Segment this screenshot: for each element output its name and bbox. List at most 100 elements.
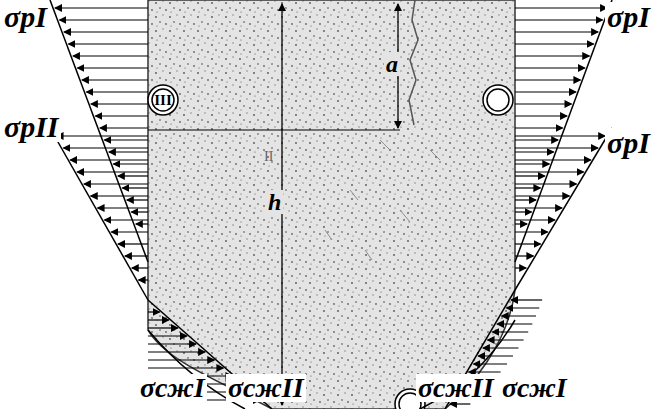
stress-arrow bbox=[515, 199, 536, 200]
stress-arrow bbox=[515, 7, 607, 8]
stress-arrow bbox=[515, 139, 558, 140]
stress-arrow bbox=[515, 187, 540, 188]
stress-label: σсжII bbox=[226, 374, 306, 402]
stress-arrow bbox=[91, 195, 148, 196]
stress-label: σрI bbox=[605, 2, 652, 32]
stress-arrow bbox=[63, 147, 148, 148]
stress-arrow bbox=[515, 267, 526, 268]
stress-arrow bbox=[122, 187, 148, 188]
stress-arrow bbox=[95, 115, 148, 116]
stress-arrow bbox=[139, 279, 148, 280]
stress-arrow bbox=[148, 311, 160, 312]
stress-arrow bbox=[111, 231, 148, 232]
stress-arrow bbox=[104, 219, 148, 220]
stress-arrow bbox=[86, 91, 148, 92]
stress-arrow bbox=[64, 31, 148, 32]
stress-arrow bbox=[98, 207, 148, 208]
stress-arrow bbox=[148, 343, 196, 344]
stress-arrow bbox=[497, 323, 532, 324]
stress-arrow bbox=[469, 371, 501, 372]
stress-arrow bbox=[148, 335, 187, 336]
stress-arrow bbox=[148, 367, 223, 368]
stress-arrow bbox=[515, 255, 533, 256]
stress-arrow bbox=[515, 127, 563, 128]
stress-arrow bbox=[84, 183, 148, 184]
stress-arrow bbox=[515, 223, 527, 224]
stress-arrow bbox=[515, 219, 555, 220]
stress-arrow bbox=[104, 139, 148, 140]
stress-arrow bbox=[148, 351, 205, 352]
stress-arrow bbox=[515, 195, 569, 196]
stress-label: σсжI bbox=[138, 374, 207, 402]
stress-arrow bbox=[77, 67, 148, 68]
stress-arrow bbox=[59, 19, 148, 20]
stress-arrow bbox=[100, 127, 148, 128]
stress-label: σрI bbox=[605, 128, 652, 158]
stress-arrow bbox=[70, 159, 148, 160]
stress-arrow bbox=[127, 199, 148, 200]
stress-arrow bbox=[515, 151, 554, 152]
stress-arrow bbox=[515, 91, 576, 92]
stress-label: σсжI bbox=[500, 374, 569, 402]
stress-arrow bbox=[136, 223, 148, 224]
zone-label: II bbox=[262, 150, 275, 164]
stress-arrow bbox=[148, 319, 169, 320]
stress-arrow bbox=[515, 19, 603, 20]
stress-arrow bbox=[125, 255, 148, 256]
stress-arrow bbox=[515, 243, 541, 244]
dimension-label: h bbox=[266, 190, 283, 214]
stress-arrow bbox=[473, 363, 507, 364]
beam-section bbox=[148, 0, 515, 409]
stress-diagram-outline bbox=[50, 0, 612, 409]
stress-arrow bbox=[515, 207, 562, 208]
stress-arrow bbox=[515, 171, 584, 172]
stress-arrow bbox=[73, 55, 148, 56]
stress-arrow bbox=[77, 171, 148, 172]
stress-arrow bbox=[148, 327, 178, 328]
micro-cracks bbox=[325, 140, 440, 260]
stress-arrow bbox=[478, 355, 513, 356]
rebar-symbol bbox=[148, 85, 513, 409]
stress-arrow bbox=[515, 31, 598, 32]
stress-label: σсжII bbox=[416, 374, 496, 402]
stress-arrow bbox=[502, 315, 536, 316]
stress-arrow bbox=[57, 135, 148, 136]
stress-arrow bbox=[515, 175, 545, 176]
dimension-label: a bbox=[384, 52, 400, 76]
stress-arrow bbox=[55, 7, 148, 8]
zone-line bbox=[148, 129, 400, 130]
stress-arrow bbox=[109, 151, 148, 152]
stress-label: σрII bbox=[2, 112, 61, 142]
stress-arrows bbox=[55, 8, 607, 404]
stress-arrow bbox=[515, 43, 594, 44]
stress-arrow bbox=[515, 231, 548, 232]
stress-arrow bbox=[68, 43, 148, 44]
stress-arrow bbox=[515, 183, 576, 184]
stress-arrow bbox=[118, 243, 148, 244]
crack bbox=[409, 0, 418, 125]
stress-arrow bbox=[82, 79, 148, 80]
stress-arrow bbox=[131, 211, 148, 212]
rebar-label: III bbox=[152, 93, 174, 108]
stress-arrow bbox=[113, 163, 148, 164]
stress-arrow bbox=[515, 103, 571, 104]
stress-arrow bbox=[118, 175, 148, 176]
stress-arrow bbox=[506, 307, 539, 308]
stress-arrow bbox=[515, 211, 532, 212]
stress-label: σрI bbox=[2, 2, 49, 32]
stress-arrow bbox=[515, 159, 591, 160]
stress-arrow bbox=[483, 347, 519, 348]
stress-arrow bbox=[132, 267, 148, 268]
stress-arrow bbox=[515, 163, 549, 164]
stress-arrow bbox=[450, 403, 470, 404]
stress-arrow bbox=[488, 339, 524, 340]
stress-arrow bbox=[515, 79, 580, 80]
stress-arrow bbox=[515, 115, 567, 116]
stress-arrow bbox=[515, 55, 589, 56]
stress-arrow bbox=[515, 135, 605, 136]
stress-arrow bbox=[492, 331, 528, 332]
stress-arrow bbox=[511, 299, 542, 300]
stress-arrow bbox=[515, 67, 585, 68]
